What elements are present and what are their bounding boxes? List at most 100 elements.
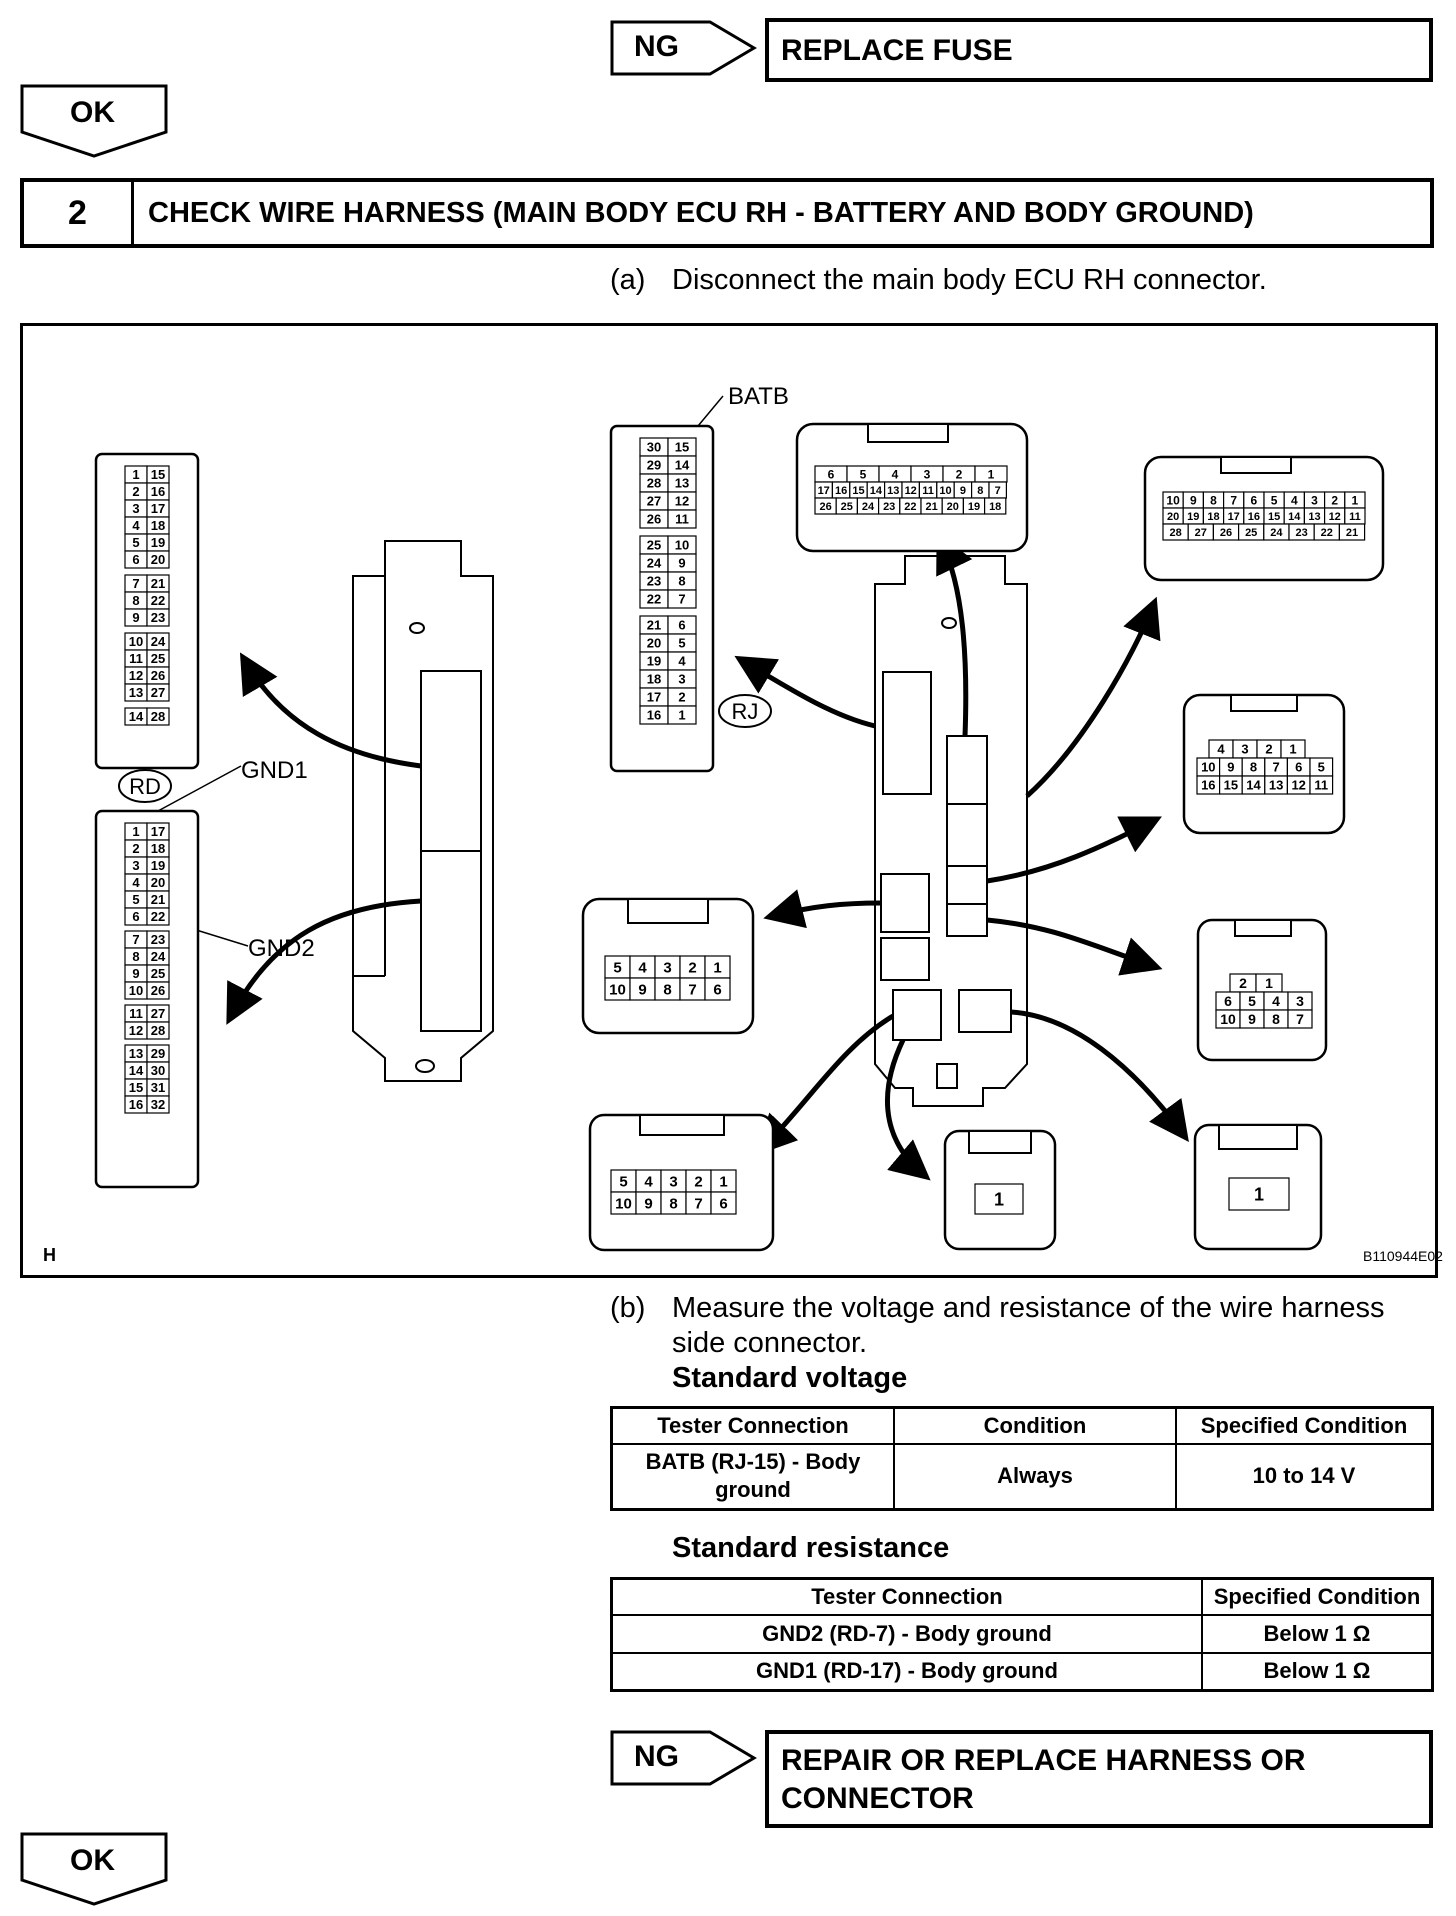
pin-number: 28 [647, 476, 661, 491]
pin-number: 21 [647, 618, 661, 633]
instruction-b-line1: Measure the voltage and resistance of th… [672, 1292, 1385, 1324]
pin-number: 24 [647, 556, 662, 571]
pin-cell [667, 705, 697, 725]
pin-number: 9 [960, 485, 966, 497]
pin-cell [146, 1095, 170, 1114]
voltage-col-condition: Condition [893, 1406, 1177, 1445]
pin-number: 13 [1308, 511, 1320, 523]
ng-arrow-shape [610, 20, 757, 76]
pin-number: 24 [151, 634, 166, 649]
resistance-connection-cell: GND2 (RD-7) - Body ground [610, 1613, 1203, 1654]
pin-number: 14 [1246, 778, 1261, 793]
pin-number: 17 [647, 690, 661, 705]
pin-cell [704, 977, 731, 1001]
pin-number: 13 [675, 476, 689, 491]
pin-number: 23 [1295, 527, 1307, 539]
pin-number: 28 [151, 709, 165, 724]
ok-label: OK [70, 1844, 115, 1877]
pin-cell [146, 981, 170, 1000]
label-rd: RD [129, 774, 161, 799]
label-gnd1: GND1 [241, 757, 308, 784]
pin-number: 8 [678, 574, 685, 589]
connector-latch [639, 1114, 725, 1136]
connector-outlines [94, 422, 1385, 1252]
pin-number: 7 [688, 981, 696, 998]
pin-number: 8 [132, 593, 139, 608]
pin-number: 3 [1241, 742, 1248, 757]
pin-number: 3 [669, 1173, 677, 1190]
pin-number: 5 [613, 959, 621, 976]
pin-number: 7 [995, 485, 1001, 497]
pin-number: 4 [892, 467, 899, 481]
pin-number: 9 [1248, 1011, 1256, 1027]
pin-number: 11 [1349, 511, 1361, 523]
pin-number: 15 [675, 440, 689, 455]
pin-number: 4 [1272, 993, 1280, 1009]
pin-number: 9 [638, 981, 646, 998]
pin-number: 18 [151, 518, 165, 533]
pin-number: 11 [129, 1006, 143, 1021]
step-header: 2 CHECK WIRE HARNESS (MAIN BODY ECU RH -… [20, 178, 1434, 248]
pin-number: 12 [905, 485, 917, 497]
pin-number: 6 [1251, 493, 1258, 507]
pin-number: 2 [132, 484, 139, 499]
pin-number: 1 [1254, 1184, 1264, 1204]
pin-number: 24 [1270, 527, 1283, 539]
pin-number: 20 [947, 501, 959, 513]
pin-number: 5 [860, 467, 867, 481]
ng-tag-bottom: NG [610, 1730, 760, 1786]
pin-number: 21 [151, 576, 165, 591]
pin-number: 8 [977, 485, 983, 497]
pin-number: 5 [132, 535, 139, 550]
pin-number: 2 [132, 841, 139, 856]
pin-number: 19 [647, 654, 661, 669]
pin-number: 2 [1331, 493, 1338, 507]
ok-label: OK [70, 96, 115, 129]
pin-cell [146, 550, 170, 569]
pin-number: 8 [1210, 493, 1217, 507]
pin-number: 22 [151, 593, 165, 608]
pin-number: 1 [132, 824, 139, 839]
pin-number: 1 [988, 467, 995, 481]
pin-number: 10 [609, 981, 626, 998]
pin-number: 21 [151, 892, 165, 907]
pin-number: 27 [647, 494, 661, 509]
pin-number: 4 [1291, 493, 1298, 507]
pin-number: 1 [719, 1173, 727, 1190]
result-box-repair-harness: REPAIR OR REPLACE HARNESS OR CONNECTOR [765, 1730, 1433, 1828]
table-row: GND2 (RD-7) - Body ground Below 1 Ω [610, 1613, 1434, 1654]
connector-latch [1220, 456, 1292, 474]
pin-number: 9 [132, 966, 139, 981]
pin-number: 21 [1346, 527, 1358, 539]
voltage-connection-line1: BATB (RJ-15) - Body [645, 1449, 861, 1475]
voltage-col-connection: Tester Connection [610, 1406, 895, 1445]
corner-h: H [43, 1245, 56, 1265]
pin-number: 29 [647, 458, 661, 473]
pin-number: 31 [151, 1080, 165, 1095]
pin-number: 24 [151, 949, 166, 964]
pin-number: 15 [129, 1080, 143, 1095]
label-batb: BATB [728, 383, 789, 410]
pin-number: 6 [1224, 993, 1232, 1009]
pin-number: 8 [669, 1195, 677, 1212]
pin-number: 19 [151, 858, 165, 873]
pin-number: 5 [619, 1173, 627, 1190]
voltage-spec-cell: 10 to 14 V [1175, 1442, 1434, 1511]
pin-number: 26 [1220, 527, 1232, 539]
step-title: CHECK WIRE HARNESS (MAIN BODY ECU RH - B… [148, 196, 1254, 229]
pin-cell [146, 608, 170, 627]
pin-number: 28 [151, 1023, 165, 1038]
pin-number: 4 [1217, 742, 1225, 757]
pin-number: 14 [129, 709, 144, 724]
pin-number: 11 [675, 512, 689, 527]
pin-number: 10 [129, 983, 143, 998]
pin-cell [146, 707, 170, 726]
pin-number: 5 [1271, 493, 1278, 507]
pin-number: 3 [132, 501, 139, 516]
pin-number: 15 [1224, 778, 1238, 793]
pin-cell [1338, 523, 1366, 541]
pin-number: 20 [647, 636, 661, 651]
pin-number: 4 [678, 654, 686, 669]
connector-latch [968, 1130, 1032, 1154]
